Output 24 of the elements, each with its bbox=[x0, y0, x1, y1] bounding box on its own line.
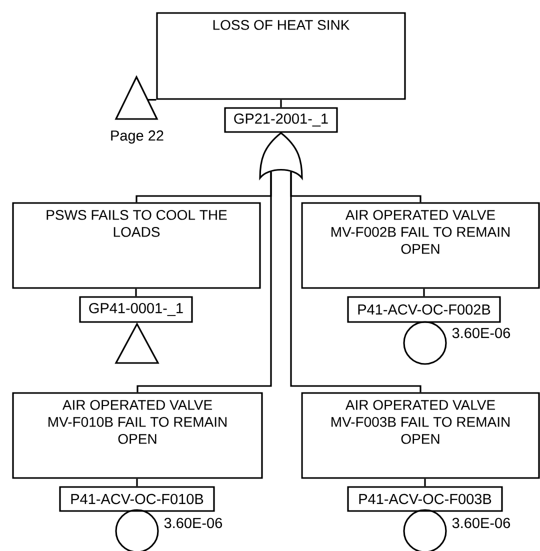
connector bbox=[148, 99, 156, 101]
connector bbox=[136, 478, 138, 486]
event-id-box: P41-ACV-OC-F003B bbox=[347, 486, 503, 512]
connector bbox=[136, 172, 272, 392]
probability-label: 3.60E-06 bbox=[452, 518, 510, 528]
or-gate bbox=[259, 132, 303, 179]
event-box: LOSS OF HEAT SINK bbox=[156, 12, 406, 100]
connector bbox=[280, 100, 282, 108]
event-box: AIR OPERATED VALVE MV-F010B FAIL TO REMAIN OPEN bbox=[12, 392, 263, 479]
event-id-box: GP41-0001-_1 bbox=[79, 296, 193, 323]
event-id-box: P41-ACV-OC-F002B bbox=[347, 296, 501, 323]
event-id-box: P41-ACV-OC-F010B bbox=[59, 486, 215, 512]
connector bbox=[423, 288, 425, 296]
page-reference: Page 22 bbox=[111, 130, 164, 144]
event-id-box: GP21-2001-_1 bbox=[224, 107, 338, 133]
connector bbox=[290, 172, 422, 392]
event-box: AIR OPERATED VALVE MV-F002B FAIL TO REMAIN OPEN bbox=[301, 202, 540, 289]
connector bbox=[424, 478, 426, 486]
basic-event-circle bbox=[403, 321, 447, 365]
event-box: PSWS FAILS TO COOL THE LOADS bbox=[12, 202, 261, 289]
event-box: AIR OPERATED VALVE MV-F003B FAIL TO REMAIN OPEN bbox=[301, 392, 540, 479]
probability-label: 3.60E-06 bbox=[164, 518, 222, 528]
probability-label: 3.60E-06 bbox=[452, 328, 510, 338]
connector bbox=[135, 288, 137, 296]
